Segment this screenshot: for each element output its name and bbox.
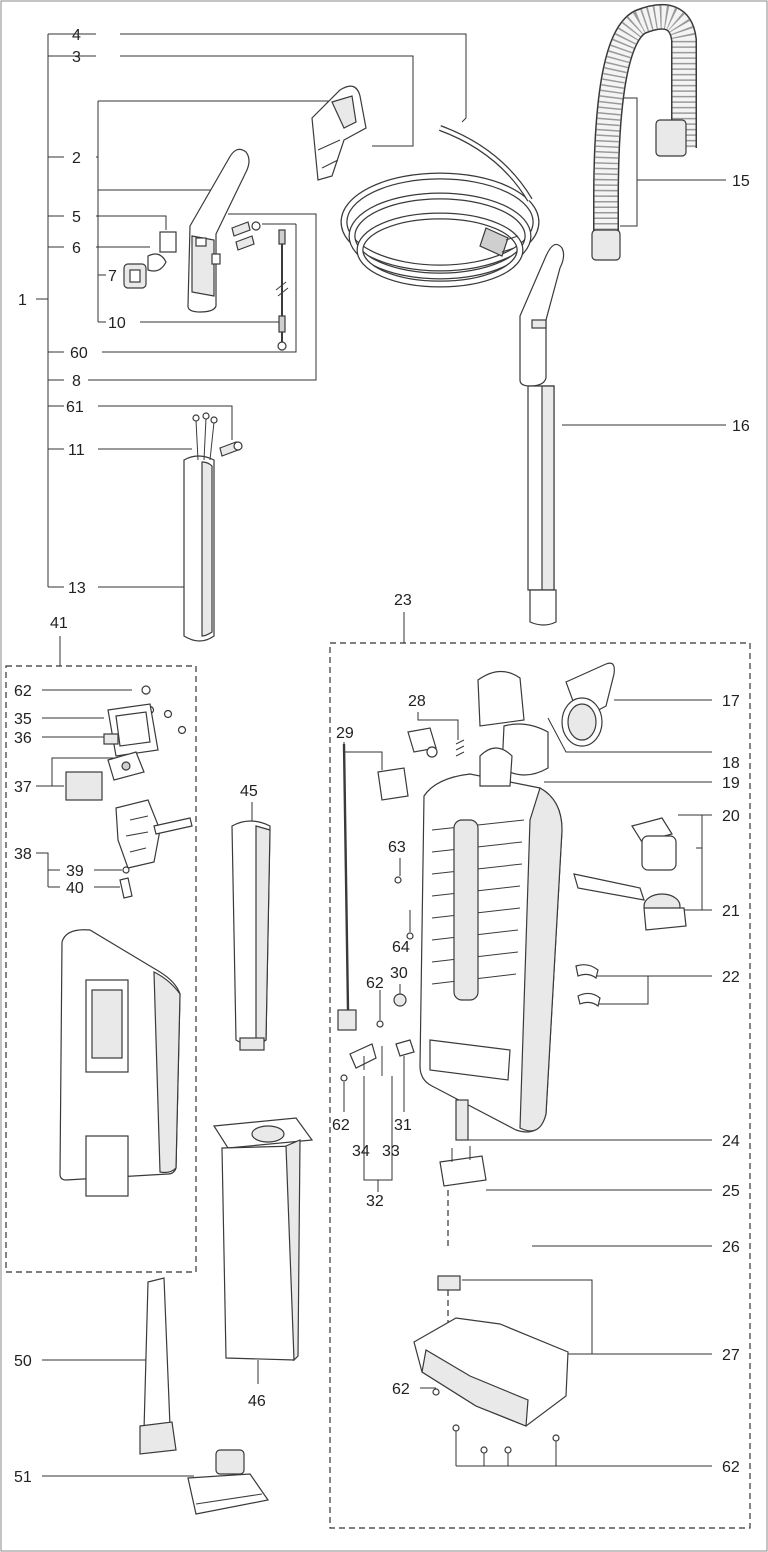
group-23-parts — [337, 662, 687, 1454]
callout-25: 25 — [722, 1183, 740, 1200]
callout-39: 39 — [66, 863, 84, 880]
callout-3: 3 — [72, 49, 81, 66]
switch-parts — [123, 231, 177, 289]
callout-23: 23 — [394, 592, 412, 609]
callout-20: 20 — [722, 808, 740, 825]
callout-2: 2 — [72, 150, 81, 167]
callout-7: 7 — [108, 268, 117, 285]
callout-17: 17 — [722, 693, 740, 710]
callout-30: 30 — [390, 965, 408, 982]
callout-15: 15 — [732, 173, 750, 190]
callout-8: 8 — [72, 373, 81, 390]
hose-part — [591, 3, 697, 261]
callout-61: 61 — [66, 399, 84, 416]
power-cord-part — [340, 125, 540, 288]
lower-tube-part — [183, 412, 243, 642]
upholstery-tool-part — [187, 1449, 270, 1515]
callout-4: 4 — [72, 27, 81, 44]
callout-62c: 62 — [332, 1117, 350, 1134]
callout-6: 6 — [72, 240, 81, 257]
callout-51: 51 — [14, 1469, 32, 1486]
callout-62d: 62 — [392, 1381, 410, 1398]
callout-40: 40 — [66, 880, 84, 897]
screws-and-wire — [231, 221, 289, 351]
group-box-41 — [5, 665, 197, 1273]
callout-50: 50 — [14, 1353, 32, 1370]
callout-33: 33 — [382, 1143, 400, 1160]
filter-part — [231, 820, 271, 1051]
callout-18: 18 — [722, 755, 740, 772]
callout-22: 22 — [722, 969, 740, 986]
upper-handle-part — [187, 148, 250, 313]
callout-38: 38 — [14, 846, 32, 863]
callout-35: 35 — [14, 711, 32, 728]
callout-5: 5 — [72, 209, 81, 226]
callout-27: 27 — [722, 1347, 740, 1364]
callout-41: 41 — [50, 615, 68, 632]
paper-bag-part — [212, 1117, 314, 1362]
group-41-parts — [59, 685, 193, 1197]
callout-21: 21 — [722, 903, 740, 920]
callout-13: 13 — [68, 580, 86, 597]
callout-64: 64 — [392, 939, 410, 956]
callout-16: 16 — [732, 418, 750, 435]
callout-28: 28 — [408, 693, 426, 710]
crevice-tool-part — [139, 1277, 177, 1455]
callout-37: 37 — [14, 779, 32, 796]
callout-36: 36 — [14, 730, 32, 747]
callout-labels: 4 3 2 5 6 7 1 10 60 8 61 11 13 15 16 23 … — [14, 27, 750, 1486]
callout-62a: 62 — [14, 683, 32, 700]
callout-46: 46 — [248, 1393, 266, 1410]
leader-lines — [36, 33, 726, 1477]
callout-19: 19 — [722, 775, 740, 792]
callout-62b: 62 — [366, 975, 384, 992]
handle-grip-part — [311, 85, 367, 181]
callout-45: 45 — [240, 783, 258, 800]
callout-34: 34 — [352, 1143, 370, 1160]
callout-10: 10 — [108, 315, 126, 332]
group-box-23 — [329, 642, 751, 1529]
callout-63: 63 — [388, 839, 406, 856]
callout-11: 11 — [68, 442, 85, 459]
callout-62e: 62 — [722, 1459, 740, 1476]
callout-60: 60 — [70, 345, 88, 362]
callout-24: 24 — [722, 1133, 740, 1150]
callout-32: 32 — [366, 1193, 384, 1210]
callout-29: 29 — [336, 725, 354, 742]
wand-part — [519, 243, 565, 626]
callout-1: 1 — [18, 292, 27, 309]
callout-31: 31 — [394, 1117, 412, 1134]
callout-26: 26 — [722, 1239, 740, 1256]
